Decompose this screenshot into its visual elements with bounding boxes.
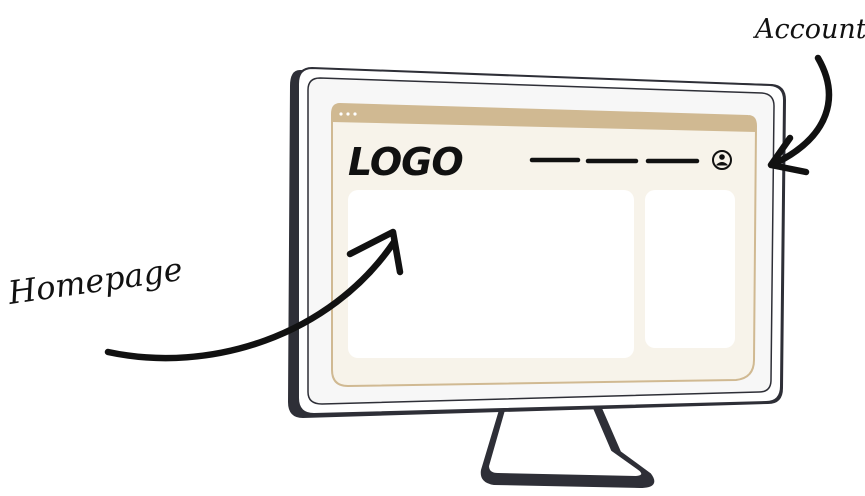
sidebar-card [645, 190, 735, 348]
monitor-stand [482, 406, 654, 487]
site-logo[interactable]: LOGO [348, 140, 463, 184]
homepage-annotation-label: Homepage [5, 250, 185, 312]
main-content-card [348, 190, 634, 358]
account-annotation-label: Account [752, 14, 865, 45]
window-dots-icon [339, 112, 356, 115]
site-nav [532, 160, 697, 161]
